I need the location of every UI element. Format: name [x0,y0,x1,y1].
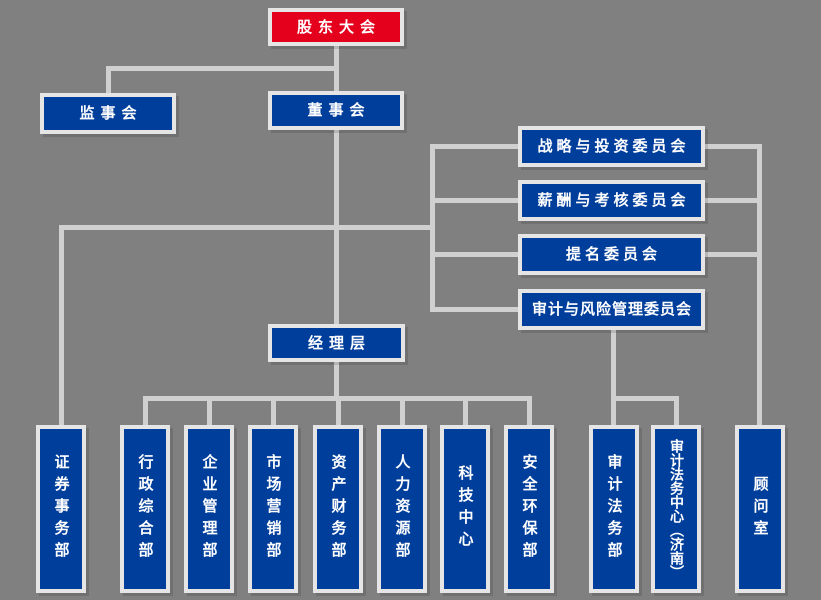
connector-line [757,144,762,425]
connector-line [611,396,679,401]
connector-line [400,396,405,425]
node-asset-finance-dept: 资产财务部 [313,425,363,593]
connector-line [143,396,148,425]
node-technology-center: 科技中心 [440,425,490,593]
connector-line [705,198,762,203]
node-management-team: 经理层 [268,324,405,362]
connector-line [207,396,212,425]
connector-line [271,396,276,425]
node-nomination-committee: 提名委员会 [518,234,705,275]
connector-line [59,225,64,425]
node-remuneration-appraisal-committee: 薪酬与考核委员会 [518,180,705,221]
connector-line [611,330,616,398]
node-shareholders-meeting: 股东大会 [268,8,404,46]
connector-line [59,225,435,230]
node-audit-legal-center-jinan: 审计法务中心（济南） [651,425,701,593]
connector-line [336,396,341,425]
node-marketing-dept: 市场营销部 [248,425,298,593]
node-strategy-investment-committee: 战略与投资委员会 [518,126,705,167]
connector-line [334,362,339,398]
node-securities-affairs-dept: 证券事务部 [36,425,86,593]
connector-line [705,144,762,149]
connector-line [674,396,679,425]
connector-line [611,396,616,425]
node-admin-general-dept: 行政综合部 [120,425,170,593]
connector-line [430,144,435,312]
node-enterprise-mgmt-dept: 企业管理部 [184,425,234,593]
connector-line [430,307,518,312]
connector-line [463,396,468,425]
connector-line [705,252,762,257]
node-advisory-office: 顾问室 [735,425,785,593]
connector-line [430,144,518,149]
connector-line [430,198,518,203]
connector-line [527,396,532,425]
node-hr-dept: 人力资源部 [377,425,427,593]
node-audit-legal-dept: 审计法务部 [589,425,639,593]
node-board-of-directors: 董事会 [268,91,404,130]
node-audit-risk-committee: 审计与风险管理委员会 [518,289,705,330]
connector-line [106,66,339,71]
connector-line [430,252,518,257]
node-safety-env-dept: 安全环保部 [504,425,554,593]
node-supervisory-board: 监事会 [40,93,176,134]
connector-line [106,66,111,94]
